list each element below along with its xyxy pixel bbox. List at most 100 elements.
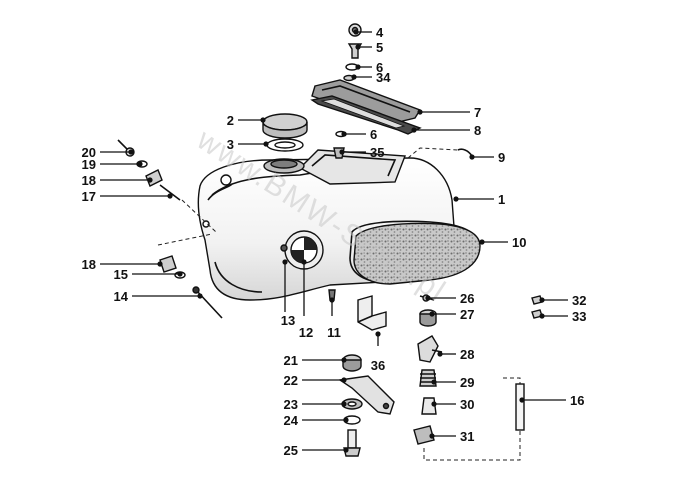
callout-c1: 1 [453,192,505,207]
leader-dot [341,377,347,383]
callout-c31: 31 [429,429,474,444]
leader-dot [429,433,435,439]
leader-dot [411,127,417,133]
leader-dot [425,295,431,301]
callout-number: 18 [82,173,96,188]
filler-gasket [266,138,304,152]
callout-number: 29 [460,375,474,390]
fuel-hose [515,383,525,431]
leader-dot [197,293,203,299]
callout-c35: 35 [339,145,384,160]
callout-c29: 29 [431,375,474,390]
leader-dot [343,417,349,423]
leader-dot [479,239,485,245]
callout-number: 1 [498,192,505,207]
callout-number: 28 [460,347,474,362]
leader-dot [341,401,347,407]
filler-cap [262,113,308,139]
callout-c5: 5 [355,40,383,55]
callout-number: 31 [460,429,474,444]
callout-number: 11 [327,325,341,340]
callout-c2: 2 [227,113,266,128]
callout-c4: 4 [353,25,384,40]
leader-dot [519,397,525,403]
callout-number: 4 [376,25,384,40]
callout-number: 8 [474,123,481,138]
callout-c25: 25 [284,443,349,458]
callout-c12: 12 [299,259,313,340]
callout-c30: 30 [431,397,474,412]
callout-number: 3 [227,137,234,152]
tank-lid-frame [310,95,422,135]
mounting-bracket [357,295,387,331]
callout-c18a: 18 [82,173,153,188]
callout-number: 33 [572,309,586,324]
callout-number: 36 [371,358,385,373]
leader-dot [351,74,357,80]
leader-dot [341,357,347,363]
strap-plate [338,375,395,415]
leader-dot [301,259,307,265]
callout-c15: 15 [114,267,183,282]
leader-dot [137,161,143,167]
callout-c34: 34 [351,70,391,85]
callout-c9: 9 [469,150,505,165]
callout-c22: 22 [284,373,347,388]
leader-dot [282,259,288,265]
leader-dot [128,149,134,155]
leader-dot [147,177,153,183]
callout-number: 16 [570,393,584,408]
callout-c23: 23 [284,397,347,412]
leader-dot [263,141,269,147]
callout-c11: 11 [327,297,341,340]
leader-dot [167,193,173,199]
callout-c19: 19 [82,157,143,172]
callout-number: 27 [460,307,474,322]
leader-dot [355,64,361,70]
callout-c27: 27 [429,307,474,322]
leader-dot [417,109,423,115]
callout-number: 21 [284,353,298,368]
callout-c14: 14 [114,289,203,304]
callout-number: 24 [284,413,299,428]
callout-number: 13 [281,313,295,328]
callout-number: 34 [376,70,391,85]
callout-number: 7 [474,105,481,120]
callout-number: 2 [227,113,234,128]
callout-c6a: 6 [355,60,383,75]
callout-c18b: 18 [82,257,163,272]
leader-dot [469,154,475,160]
callout-c7: 7 [417,105,481,120]
callout-number: 25 [284,443,298,458]
callout-c36: 36 [371,331,385,373]
callout-c13: 13 [281,259,295,328]
callout-number: 20 [82,145,96,160]
callout-number: 26 [460,291,474,306]
tank-emblem [280,230,324,270]
callout-number: 14 [114,289,129,304]
leader-dot [375,331,381,337]
callout-c17: 17 [82,189,173,204]
callout-number: 12 [299,325,313,340]
leader-dot [339,149,345,155]
leader-dot [437,351,443,357]
callout-c21: 21 [284,353,347,368]
callout-c20: 20 [82,145,134,160]
knee-pad [353,222,481,285]
callout-c6b: 6 [341,127,377,142]
leader-dot [329,297,335,303]
callout-number: 35 [370,145,384,160]
callout-number: 18 [82,257,96,272]
callout-c26: 26 [425,291,474,306]
callout-number: 9 [498,150,505,165]
leader-dot [157,261,163,267]
leader-dot [431,401,437,407]
leader-dot [177,271,183,277]
leader-dot [355,44,361,50]
callout-c16: 16 [519,393,584,408]
leader-dot [343,447,349,453]
leader-dot [431,379,437,385]
callout-c24: 24 [284,413,349,428]
